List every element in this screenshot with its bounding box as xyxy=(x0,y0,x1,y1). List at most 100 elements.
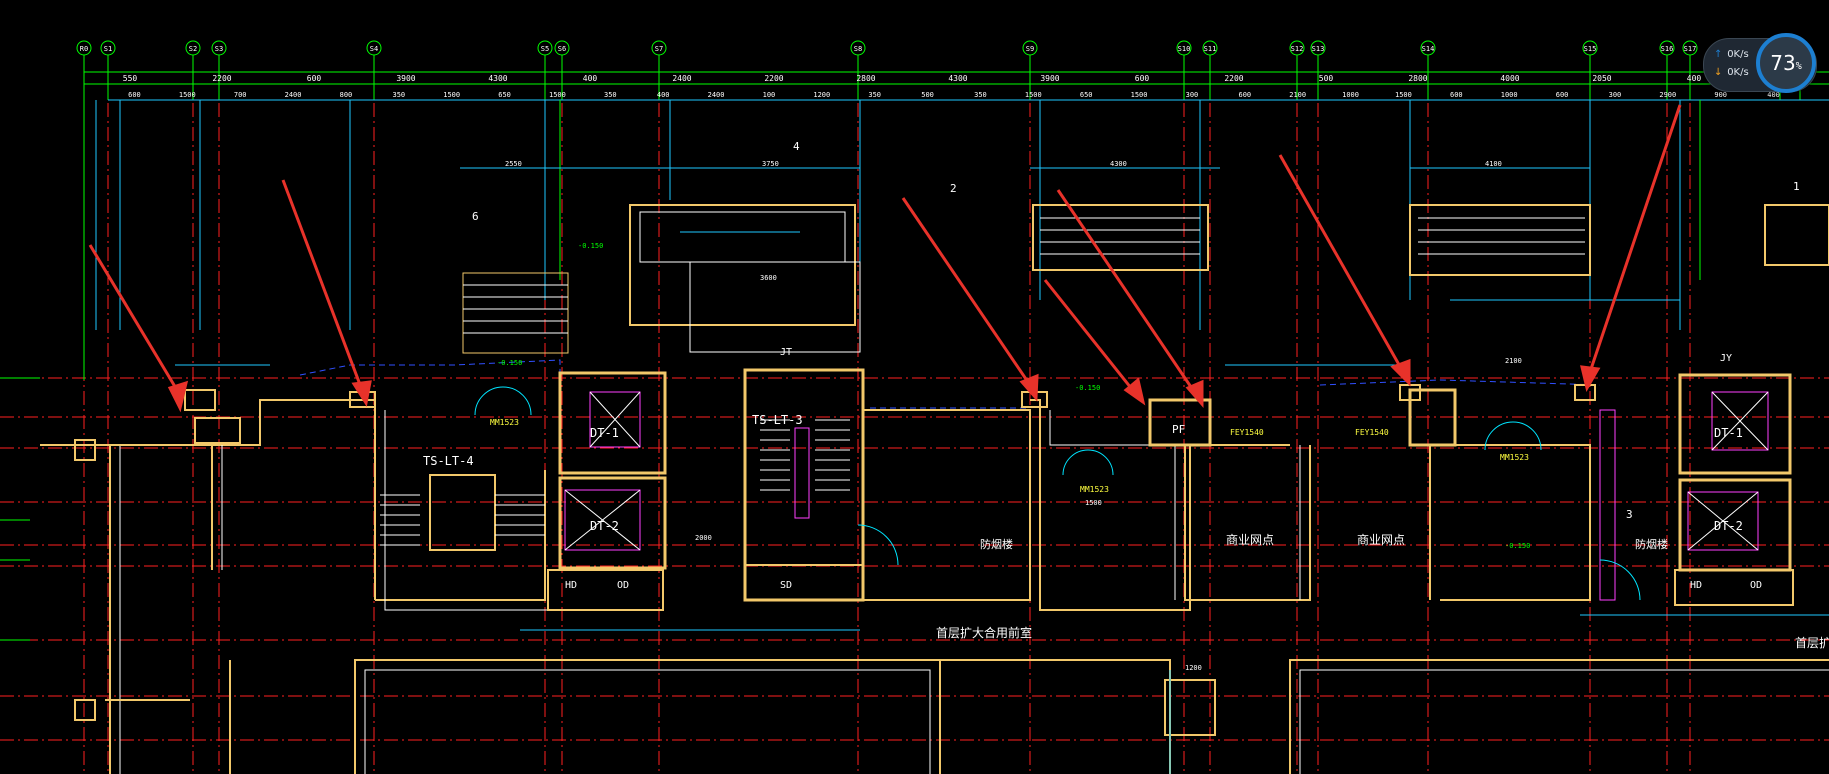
dimension-top-value: 2200 xyxy=(764,74,783,83)
dimension-second-value: 1500 xyxy=(443,91,460,99)
stair-treads-center xyxy=(760,419,850,491)
dimension-second-value: 400 xyxy=(1767,91,1780,99)
upper-stair-left xyxy=(462,272,569,354)
dimension-top-value: 4000 xyxy=(1500,74,1519,83)
dim-2550: 2550 xyxy=(505,160,522,168)
dt1-left-label: DT-1 xyxy=(590,426,619,440)
axis-bubble-label: S4 xyxy=(370,45,378,53)
marker-1: 1 xyxy=(1793,180,1800,193)
dimension-top-value: 4300 xyxy=(948,74,967,83)
axis-bubble-label: S2 xyxy=(189,45,197,53)
lobby-label: 首层扩大合用前室 xyxy=(936,625,1032,640)
dimension-second-value: 700 xyxy=(234,91,247,99)
axis-bubble-label: S17 xyxy=(1684,45,1697,53)
dimension-second-value: 500 xyxy=(921,91,934,99)
dimension-second-value: 1500 xyxy=(1395,91,1412,99)
room-labels: TS-LT-4 TS-LT-3 DT-1 DT-2 DT-1 DT-2 PF J… xyxy=(423,140,1829,672)
dt1-right-label: DT-1 xyxy=(1714,426,1743,440)
dimension-second-value: 2900 xyxy=(1659,91,1676,99)
download-row: ↓ 0K/s xyxy=(1714,67,1749,78)
marker-3: 3 xyxy=(1626,508,1633,521)
dim-3750: 3750 xyxy=(762,160,779,168)
level-tag-1: -0.150 xyxy=(578,242,603,250)
axis-bubble-label: S13 xyxy=(1312,45,1325,53)
dimension-second-value: 800 xyxy=(340,91,353,99)
dimension-second-value: 1500 xyxy=(1131,91,1148,99)
axis-bubble-label: S6 xyxy=(558,45,566,53)
dim-4300: 4300 xyxy=(1110,160,1127,168)
dimension-second-value: 300 xyxy=(1609,91,1622,99)
upload-speed: 0K/s xyxy=(1727,49,1749,60)
download-arrow-icon: ↓ xyxy=(1714,67,1723,78)
axis-bubble-label: S7 xyxy=(655,45,663,53)
axis-bubble-label: S3 xyxy=(215,45,223,53)
dimension-top-value: 3900 xyxy=(1040,74,1059,83)
dimension-top-value: 2800 xyxy=(1408,74,1427,83)
system-monitor-widget[interactable]: ↑ 0K/s ↓ 0K/s 73 % xyxy=(1703,33,1817,93)
dimension-second-value: 1200 xyxy=(813,91,830,99)
marker-6: 6 xyxy=(472,210,479,223)
door-fe-1: FEY1540 xyxy=(1230,428,1264,437)
dimension-second-value: 1000 xyxy=(1501,91,1518,99)
hd-label-2: HD xyxy=(1690,580,1702,591)
dt2-left-label: DT-2 xyxy=(590,519,619,533)
ts-lt-3-label: TS-LT-3 xyxy=(752,413,803,427)
commercial-label-1: 商业网点 xyxy=(1226,532,1274,547)
marker-2: 2 xyxy=(950,182,957,195)
door-swings xyxy=(474,386,1641,601)
dimension-second-value: 2400 xyxy=(708,91,725,99)
dimension-second-value: 1500 xyxy=(179,91,196,99)
cpu-percent-sign: % xyxy=(1795,60,1802,72)
axis-bubble-label: S1 xyxy=(104,45,112,53)
stair-treads-left xyxy=(380,494,545,546)
axis-bubble-label: S11 xyxy=(1204,45,1217,53)
dim-2000: 2000 xyxy=(695,534,712,542)
ts-lt-4-label: TS-LT-4 xyxy=(423,454,474,468)
dimension-second-value: 650 xyxy=(1080,91,1093,99)
dim-3600: 3600 xyxy=(760,274,777,282)
axis-bubble-label: R0 xyxy=(80,45,88,53)
level-tag-4: -0.150 xyxy=(1505,542,1530,550)
upper-stair-right xyxy=(1409,204,1829,276)
dim-4100: 4100 xyxy=(1485,160,1502,168)
fire-room-label-2: 防烟楼 xyxy=(1635,537,1668,551)
dimension-top-value: 600 xyxy=(1135,74,1150,83)
jy-label: JY xyxy=(1720,353,1732,364)
dimension-second-value: 350 xyxy=(604,91,617,99)
dim-1200: 1200 xyxy=(1185,664,1202,672)
jt-label: JT xyxy=(780,347,792,358)
dimension-second-value: 2400 xyxy=(285,91,302,99)
walls xyxy=(40,368,1829,774)
dimension-top-value: 400 xyxy=(583,74,598,83)
detail-dims xyxy=(175,167,1829,774)
axis-bubble-label: S5 xyxy=(541,45,549,53)
dimension-second-value: 2100 xyxy=(1289,91,1306,99)
axis-bubble-label: S10 xyxy=(1178,45,1191,53)
dimension-second-value: 600 xyxy=(1238,91,1251,99)
dimension-second-value: 400 xyxy=(657,91,670,99)
cpu-gauge[interactable]: 73 % xyxy=(1756,33,1816,93)
dim-2100: 2100 xyxy=(1505,357,1522,365)
axis-bubble-label: S14 xyxy=(1422,45,1435,53)
door-mm-2: MM1523 xyxy=(1080,485,1109,494)
red-arrows xyxy=(88,104,1682,413)
axis-bubble-label: S9 xyxy=(1026,45,1034,53)
lobby-right-label: 首层扩 xyxy=(1795,636,1829,650)
dimension-top-value: 4300 xyxy=(488,74,507,83)
dimension-second-value: 300 xyxy=(1186,91,1199,99)
upper-block-center xyxy=(629,204,861,353)
door-mm-3: MM1523 xyxy=(1500,453,1529,462)
dim-1500: 1500 xyxy=(1085,499,1102,507)
dimension-second-value: 100 xyxy=(763,91,776,99)
dimension-top-value: 2200 xyxy=(1224,74,1243,83)
cpu-percent: 73 xyxy=(1770,51,1796,75)
upload-row: ↑ 0K/s xyxy=(1714,49,1749,60)
dimension-top-value: 2050 xyxy=(1592,74,1611,83)
dimension-top-value: 600 xyxy=(307,74,322,83)
dimension-second-value: 600 xyxy=(1450,91,1463,99)
axis-bubble-label: S15 xyxy=(1584,45,1597,53)
level-tag-2: -0.150 xyxy=(497,359,522,367)
sd-label: SD xyxy=(780,580,792,591)
